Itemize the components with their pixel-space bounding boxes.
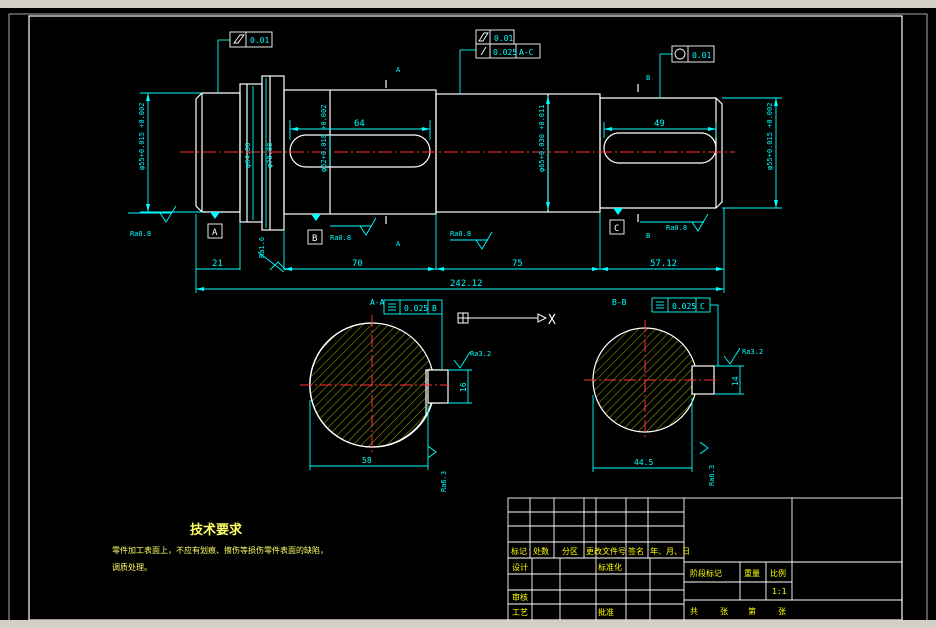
ra-5: Ra0.8	[666, 224, 687, 232]
tol-right-value: 0.01	[692, 51, 711, 60]
dimension-arrows	[146, 93, 778, 291]
tb-review: 审核	[512, 592, 528, 602]
tb-design: 设计	[512, 562, 528, 572]
keyway-right	[603, 132, 717, 164]
dim-seg-70: 70	[352, 259, 363, 269]
runout-icon	[480, 46, 487, 56]
dia-mid-right: φ65+0.030 +0.011	[538, 105, 546, 172]
tb-h6: 年、月、日	[650, 546, 690, 556]
section-b-view[interactable]	[584, 320, 716, 440]
ra-7: Ra3.2	[742, 348, 763, 356]
toolbar-strip[interactable]	[0, 0, 936, 8]
tolerance-frame-center[interactable]	[475, 29, 541, 59]
ra-9: Ra6.3	[708, 465, 716, 486]
cut-mark-a-top: A	[396, 66, 401, 74]
shaft-right-end	[599, 97, 723, 209]
ra-4: Ra0.8	[450, 230, 471, 238]
dim-seg-21: 21	[212, 259, 223, 269]
dim-key-left: 64	[354, 119, 365, 129]
dia-mid-left: φ62+0.018 +0.002	[320, 105, 328, 172]
section-a-label: A-A	[370, 298, 385, 307]
section-b-depth: 14	[731, 376, 740, 386]
cylindricity-icon	[478, 32, 489, 42]
tb-standard: 标准化	[598, 562, 622, 572]
tb-sheet-unit: 张	[720, 607, 728, 616]
tb-h2: 处数	[533, 546, 549, 556]
tb-sheet-unit-2: 张	[778, 607, 786, 616]
section-b-label: B-B	[612, 298, 627, 307]
section-a-tol-datum: B	[432, 304, 437, 313]
section-a-depth: 16	[459, 382, 468, 392]
ra-3: Ra0.8	[330, 234, 351, 242]
tb-h4: 更改文件号	[586, 546, 626, 556]
cut-mark-b-bottom: B	[646, 232, 650, 240]
tol-center-bottom-value: 0.025	[493, 48, 517, 57]
ra-1: Ra0.8	[130, 230, 151, 238]
tol-center-datum: A-C	[519, 48, 534, 57]
command-line-strip[interactable]	[0, 620, 936, 628]
cut-mark-b-top: B	[646, 74, 650, 82]
datum-box-b[interactable]	[307, 229, 323, 245]
dim-key-right: 49	[654, 119, 665, 129]
cylindricity-icon	[233, 34, 245, 44]
circularity-icon	[674, 48, 686, 60]
tolerance-frame-left[interactable]	[229, 31, 273, 48]
section-a-width: 58	[362, 456, 372, 465]
ra-8: Ra6.3	[440, 471, 448, 492]
tb-process: 工艺	[512, 608, 528, 617]
tol-left-value: 0.01	[250, 36, 269, 45]
dia-right-end: φ55+0.015 +0.002	[766, 103, 774, 170]
tb-total-sheets: 共	[690, 607, 698, 616]
ucs-axis-icon	[457, 312, 548, 324]
datum-c-label: C	[614, 224, 619, 234]
tb-weight: 重量	[744, 568, 760, 578]
dia-left-end: φ55+0.015 +0.002	[138, 103, 146, 170]
ra-2: Ra1.6	[258, 237, 266, 258]
tech-req-title: 技术要求	[190, 522, 243, 538]
dim-seg-75: 75	[512, 259, 523, 269]
cut-mark-a-bottom: A	[396, 240, 401, 248]
tb-approve: 批准	[598, 607, 614, 617]
tol-center-top-value: 0.01	[494, 34, 513, 43]
datum-box-a[interactable]	[207, 223, 223, 239]
section-b-tol-value: 0.025	[672, 302, 696, 311]
dim-total: 242.12	[450, 279, 483, 289]
shaft-section-75	[435, 93, 601, 213]
dimension-lines	[128, 39, 782, 293]
datum-b-label: B	[312, 234, 317, 244]
section-b-width: 44.5	[634, 458, 653, 467]
tb-sheet-no: 第	[748, 606, 756, 616]
datum-a-label: A	[212, 228, 218, 238]
tb-stage: 阶段标记	[690, 568, 722, 578]
section-a-view[interactable]	[300, 315, 449, 455]
tolerance-frame-right[interactable]	[671, 45, 715, 63]
tech-req-line-1: 零件加工表面上，不应有划痕、擦伤等损伤零件表面的缺陷，	[112, 545, 328, 555]
dia-collar-2: φ70.88	[266, 143, 274, 168]
tb-h5: 签名	[628, 546, 644, 556]
title-block[interactable]	[507, 497, 903, 621]
tb-scale-value: 1:1	[772, 587, 787, 596]
ra-6: Ra3.2	[470, 350, 491, 358]
ucs-x-label: X	[548, 313, 556, 328]
shaft-main-view[interactable]	[195, 75, 723, 231]
datum-box-c[interactable]	[609, 219, 625, 235]
tb-h3: 分区	[562, 547, 578, 556]
keyway-left	[289, 134, 431, 168]
section-a-tol-value: 0.025	[404, 304, 428, 313]
dia-collar-1: φ64.88	[244, 143, 252, 168]
dim-seg-57: 57.12	[650, 259, 677, 269]
tb-scale-label: 比例	[770, 568, 786, 578]
tech-req-line-2: 调质处理。	[112, 562, 152, 572]
section-b-tol-datum: C	[700, 302, 705, 311]
tb-h1: 标记	[511, 546, 527, 556]
